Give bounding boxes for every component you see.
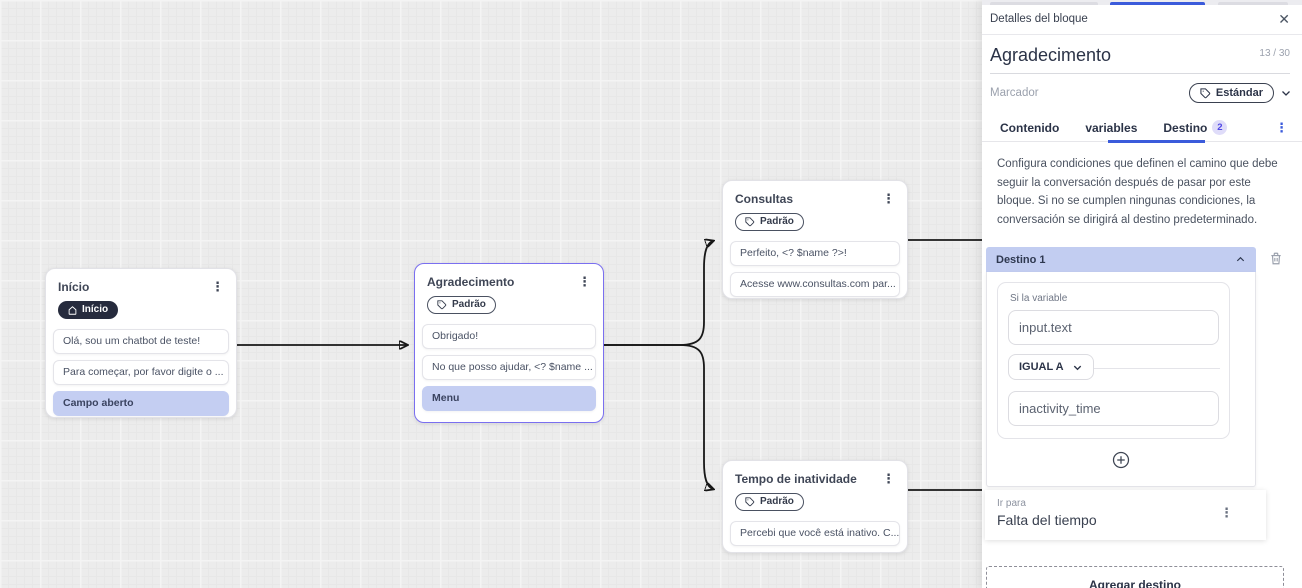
badge-row: Início — [46, 294, 236, 320]
panel-title: Detalles del bloque — [990, 13, 1088, 25]
active-tab-edge — [1110, 1, 1205, 5]
add-condition-button[interactable] — [1112, 451, 1130, 469]
node-header: Início ⋮ — [46, 269, 236, 294]
block-title-row: Agradecimento 13 / 30 — [982, 35, 1302, 65]
panel-tabs: Contenido variables Destino 2 ⋮ — [982, 114, 1302, 143]
padrao-badge: Padrão — [427, 296, 496, 314]
flow-node-agradecimento[interactable]: Agradecimento ⋮ Padrão Obrigado! No que … — [414, 263, 604, 423]
go-to-value: Falta del tiempo — [997, 512, 1097, 528]
panel-header: Detalles del bloque ✕ — [982, 5, 1302, 35]
padrao-badge-label: Padrão — [452, 299, 486, 310]
operator-divider — [1008, 368, 1220, 369]
message-chip[interactable]: Percebi que você está inativo. C... — [730, 521, 900, 546]
go-to-menu-icon[interactable]: ⋮ — [1220, 505, 1233, 520]
tab-destino-label: Destino — [1163, 120, 1208, 135]
marcador-value: Estándar — [1215, 87, 1263, 99]
badge-row: Padrão — [723, 486, 907, 512]
destino-count-badge: 2 — [1212, 120, 1228, 135]
edge-agradecimento-tempo — [604, 344, 713, 489]
add-condition-row — [987, 439, 1255, 484]
trash-icon — [1271, 252, 1281, 265]
badge-row: Padrão — [723, 206, 907, 232]
char-counter: 13 / 30 — [1259, 48, 1290, 59]
active-tab-underline — [1108, 139, 1205, 143]
operator-select[interactable]: IGUAL A — [1008, 354, 1094, 380]
message-chip[interactable]: Acesse www.consultas.com par... — [730, 272, 900, 297]
value-input[interactable] — [1008, 391, 1219, 426]
node-messages: Perfeito, <? $name ?>! Acesse www.consul… — [723, 232, 907, 298]
node-title: Tempo de inatividade — [735, 472, 857, 486]
condition-card: Si la variable IGUAL A — [997, 282, 1230, 439]
tabs-menu-icon[interactable]: ⋮ — [1275, 120, 1288, 135]
go-to-label: Ir para — [997, 498, 1026, 509]
tab-contenido[interactable]: Contenido — [1000, 120, 1060, 135]
node-menu-icon[interactable]: ⋮ — [578, 274, 591, 289]
padrao-badge-label: Padrão — [760, 496, 794, 507]
tab-variables[interactable]: variables — [1085, 120, 1138, 135]
add-destination-button[interactable]: Agregar destino — [986, 566, 1284, 588]
tag-icon — [437, 300, 447, 310]
plus-circle-icon — [1112, 451, 1130, 469]
title-underline — [990, 65, 1290, 74]
destino-1-title: Destino 1 — [996, 253, 1046, 266]
if-variable-label: Si la variable — [1010, 293, 1068, 304]
destino-1-section: Destino 1 Si la variable IGUAL A — [986, 247, 1281, 487]
padrao-badge: Padrão — [735, 213, 804, 231]
node-title: Consultas — [735, 192, 794, 206]
go-to-card[interactable]: Ir para Falta del tiempo ⋮ — [985, 490, 1266, 540]
marcador-row: Marcador Estándar — [982, 74, 1302, 103]
node-menu-icon[interactable]: ⋮ — [211, 279, 224, 294]
node-header: Tempo de inatividade ⋮ — [723, 461, 907, 486]
operator-value: IGUAL A — [1019, 361, 1064, 373]
node-title: Agradecimento — [427, 275, 515, 289]
message-chip[interactable]: Obrigado! — [422, 324, 596, 349]
message-chip[interactable]: Olá, sou um chatbot de teste! — [53, 328, 229, 354]
block-details-panel: Detalles del bloque ✕ Agradecimento 13 /… — [982, 0, 1302, 588]
start-badge: Início — [58, 301, 119, 319]
flow-node-inicio[interactable]: Início ⋮ Início Olá, sou um chatbot de t… — [45, 268, 237, 418]
chevron-down-icon — [1073, 365, 1081, 370]
delete-destino-button[interactable] — [1269, 251, 1283, 266]
flow-node-consultas[interactable]: Consultas ⋮ Padrão Perfeito, <? $name ?>… — [722, 180, 908, 299]
chevron-down-icon[interactable] — [1280, 87, 1292, 99]
node-messages: Olá, sou um chatbot de teste! Para começ… — [46, 320, 236, 418]
tab-destino[interactable]: Destino 2 — [1163, 120, 1228, 135]
home-icon — [68, 305, 77, 315]
node-menu-icon[interactable]: ⋮ — [882, 191, 895, 206]
destino-1-body: Si la variable IGUAL A — [986, 272, 1256, 487]
operator-row: IGUAL A — [1008, 354, 1220, 382]
start-badge-label: Início — [82, 304, 109, 315]
panel-top-tabstrip — [982, 0, 1302, 5]
tag-icon — [745, 497, 755, 507]
padrao-badge: Padrão — [735, 493, 804, 511]
destino-1-accordion-header[interactable]: Destino 1 — [986, 247, 1256, 272]
message-chip[interactable]: Para começar, por favor digite o ... — [53, 359, 229, 385]
inactive-tab-edge — [1218, 2, 1288, 5]
tag-icon — [745, 217, 755, 227]
tag-icon — [1200, 87, 1211, 98]
menu-chip[interactable]: Menu — [422, 386, 596, 411]
message-chip[interactable]: No que posso ajudar, <? $name ... — [422, 355, 596, 380]
destino-description: Configura condiciones que definen el cam… — [997, 158, 1278, 226]
badge-row: Padrão — [415, 289, 603, 315]
node-header: Agradecimento ⋮ — [415, 264, 603, 289]
node-header: Consultas ⋮ — [723, 181, 907, 206]
block-name-field[interactable]: Agradecimento — [990, 45, 1112, 65]
padrao-badge-label: Padrão — [760, 216, 794, 227]
chevron-up-icon[interactable] — [1235, 254, 1246, 265]
node-messages: Percebi que você está inativo. C... — [723, 512, 907, 552]
marcador-select[interactable]: Estándar — [1188, 83, 1274, 103]
variable-input[interactable] — [1008, 310, 1219, 345]
node-menu-icon[interactable]: ⋮ — [882, 471, 895, 486]
flow-node-tempo-inatividade[interactable]: Tempo de inatividade ⋮ Padrão Percebi qu… — [722, 460, 908, 553]
inactive-tab-edge — [990, 2, 1098, 5]
open-field-chip[interactable]: Campo aberto — [53, 390, 229, 416]
close-icon[interactable]: ✕ — [1278, 11, 1290, 27]
marcador-label: Marcador — [990, 87, 1039, 99]
node-messages: Obrigado! No que posso ajudar, <? $name … — [415, 315, 603, 419]
node-title: Início — [58, 280, 90, 294]
message-chip[interactable]: Perfeito, <? $name ?>! — [730, 241, 900, 266]
edge-agradecimento-consultas — [604, 241, 713, 346]
